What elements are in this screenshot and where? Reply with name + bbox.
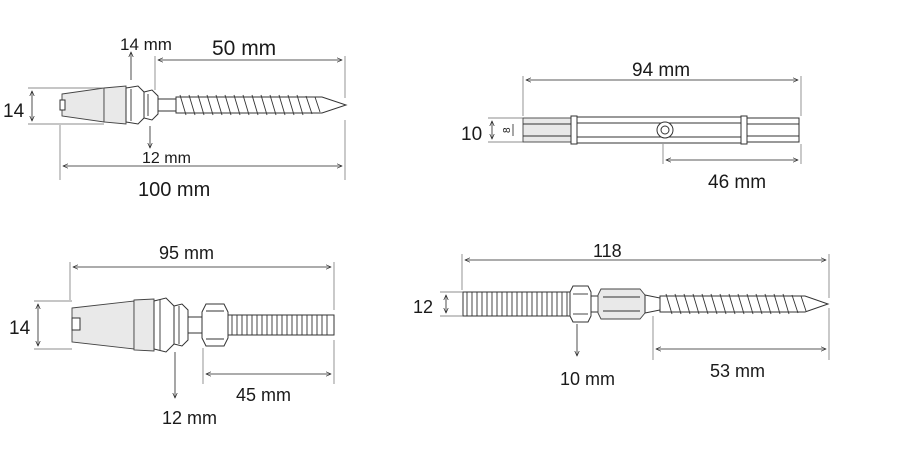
label-bl-total: 95 mm — [159, 243, 214, 263]
label-tl-width: 14 mm — [120, 35, 172, 54]
label-tr-thread: 46 mm — [708, 172, 766, 193]
label-tl-height: 14 — [3, 101, 25, 122]
dimension-lines-bottom-right — [440, 254, 830, 360]
label-tl-thread: 50 mm — [212, 37, 276, 60]
label-tl-nut: 12 mm — [142, 150, 191, 167]
part-hanger-bolt — [462, 285, 830, 323]
label-bl-nut: 12 mm — [162, 408, 217, 428]
label-tl-total: 100 mm — [138, 179, 210, 201]
dimension-lines-top-left — [28, 52, 346, 180]
label-br-height: 12 — [413, 297, 433, 317]
label-bl-height: 14 — [9, 318, 31, 339]
label-br-thread: 53 mm — [710, 361, 765, 381]
dimension-lines-bottom-left — [34, 262, 335, 398]
label-bl-thread: 45 mm — [236, 385, 291, 405]
dimension-lines-top-right — [488, 76, 802, 164]
part-terminal-wood-screw — [59, 85, 348, 125]
label-br-nut: 10 mm — [560, 369, 615, 389]
label-br-total: 118 — [593, 241, 622, 261]
label-tr-height: 10 — [461, 124, 482, 145]
label-tr-inner: 8 — [502, 127, 513, 133]
part-terminal-machine-thread — [71, 297, 335, 353]
part-turnbuckle-body — [522, 115, 800, 145]
label-tr-total: 94 mm — [632, 60, 690, 81]
